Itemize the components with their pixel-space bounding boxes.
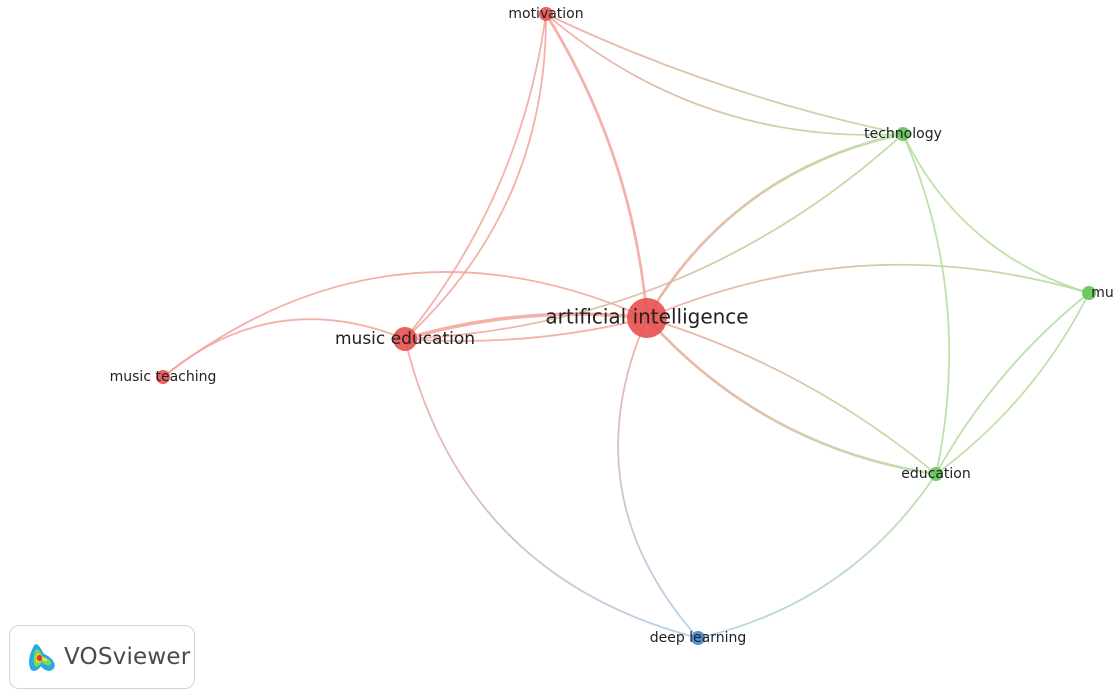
link-ai-edu[interactable] bbox=[645, 317, 937, 476]
vosviewer-badge: VOSviewer bbox=[9, 625, 195, 689]
link-mot-tech[interactable] bbox=[545, 13, 904, 135]
vosviewer-wordmark: VOSviewer bbox=[64, 644, 191, 670]
links-layer bbox=[162, 13, 1090, 639]
link-ai-mt[interactable] bbox=[162, 271, 648, 378]
node-label-tech[interactable]: technology bbox=[864, 126, 942, 142]
link-tech-music[interactable] bbox=[902, 133, 1090, 294]
node-me[interactable] bbox=[393, 327, 417, 351]
node-label-mot[interactable]: motivation bbox=[508, 6, 583, 22]
link-ai-tech[interactable] bbox=[645, 132, 904, 319]
link-me-mot[interactable] bbox=[404, 13, 547, 340]
link-music-edu[interactable] bbox=[935, 292, 1090, 475]
link-music-edu[interactable] bbox=[935, 292, 1090, 475]
vosviewer-logo-icon bbox=[26, 640, 58, 674]
node-label-mt[interactable]: music teaching bbox=[110, 369, 217, 385]
link-me-dl[interactable] bbox=[404, 338, 699, 639]
nodes-layer bbox=[156, 7, 1096, 645]
link-me-mt[interactable] bbox=[162, 318, 406, 378]
node-label-ai[interactable]: artificial intelligence bbox=[545, 305, 748, 329]
link-me-tech[interactable] bbox=[404, 133, 904, 340]
link-ai-me[interactable] bbox=[404, 317, 648, 342]
link-me-mot[interactable] bbox=[404, 13, 547, 340]
link-mot-tech[interactable] bbox=[545, 13, 904, 136]
node-edu[interactable] bbox=[929, 467, 943, 481]
link-ai-edu[interactable] bbox=[646, 317, 937, 475]
node-ai[interactable] bbox=[627, 298, 667, 338]
node-mot[interactable] bbox=[539, 7, 553, 21]
node-dl[interactable] bbox=[691, 631, 705, 645]
node-label-me[interactable]: music education bbox=[335, 329, 475, 349]
node-mt[interactable] bbox=[156, 370, 170, 384]
link-tech-edu[interactable] bbox=[902, 133, 951, 475]
link-ai-me[interactable] bbox=[404, 312, 648, 341]
node-music[interactable] bbox=[1082, 286, 1096, 300]
link-ai-music[interactable] bbox=[646, 263, 1090, 319]
node-label-music[interactable]: music bbox=[1091, 285, 1114, 301]
link-edu-dl[interactable] bbox=[697, 473, 937, 639]
labels-layer: artificial intelligence music education mo… bbox=[110, 6, 1114, 646]
node-tech[interactable] bbox=[896, 127, 910, 141]
link-ai-mot[interactable] bbox=[544, 13, 649, 319]
link-ai-dl[interactable] bbox=[617, 317, 699, 639]
node-label-dl[interactable]: deep learning bbox=[650, 630, 747, 646]
node-label-edu[interactable]: education bbox=[901, 466, 970, 482]
